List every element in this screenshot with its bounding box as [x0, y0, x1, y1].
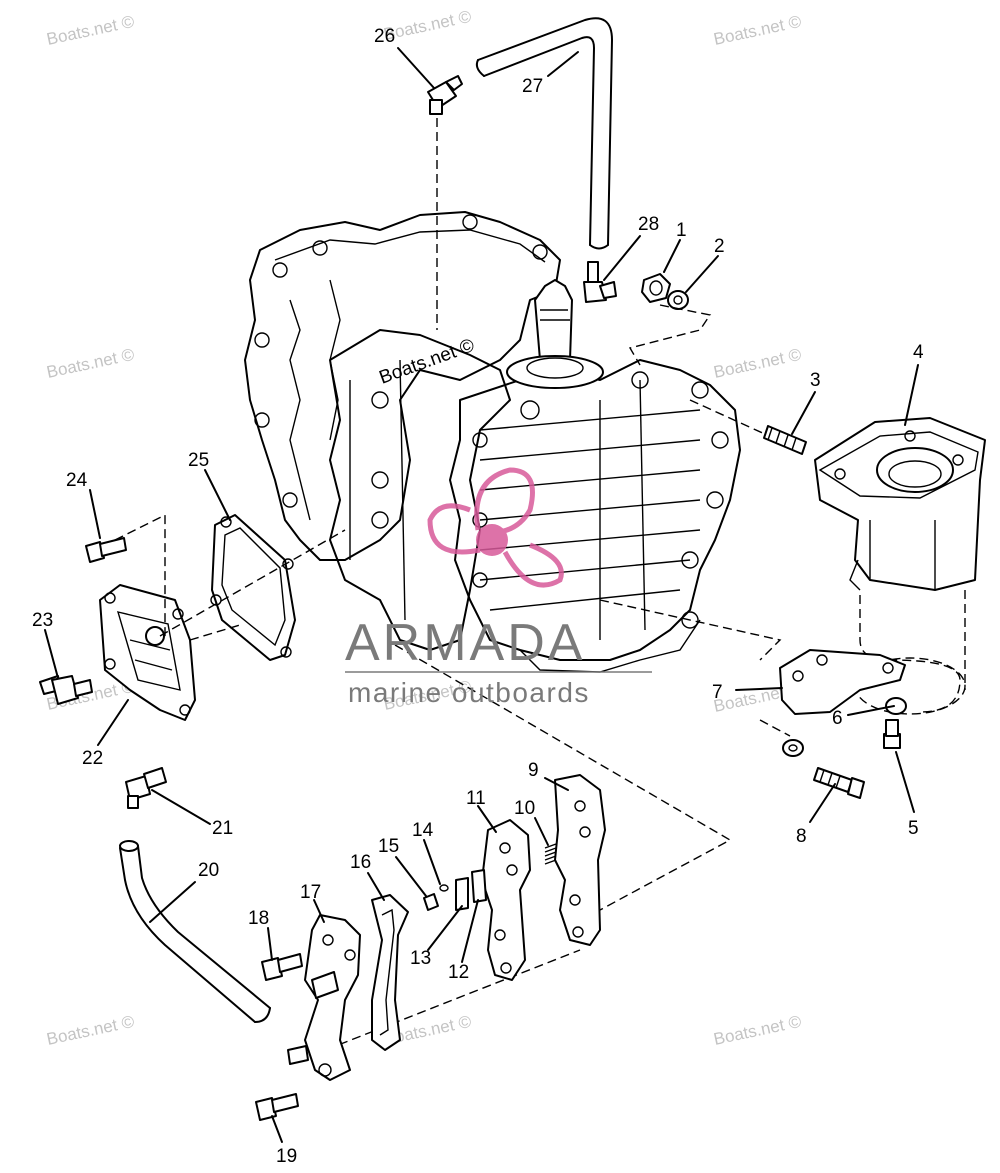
spring-10-shape [544, 843, 557, 865]
cover-22-shape [99, 584, 196, 721]
crankcase-block-shape [244, 211, 741, 673]
callout-22: 22 [82, 748, 103, 769]
dash-line-24 [114, 513, 166, 640]
callout-8: 8 [796, 826, 807, 847]
screw-19-shape [255, 1093, 299, 1121]
callout-2: 2 [714, 236, 725, 257]
leader-lines [44, 47, 919, 1143]
hose-27-shape [475, 17, 613, 250]
callout-5: 5 [908, 818, 919, 839]
fitting-23-shape [39, 675, 93, 705]
dash-line-7 [599, 599, 782, 661]
dash-loop-4 [859, 595, 961, 713]
callout-27: 27 [522, 76, 543, 97]
lever-17-shape [287, 914, 361, 1081]
callout-24: 24 [66, 470, 88, 491]
callout-10: 10 [514, 798, 535, 819]
callout-23: 23 [32, 610, 53, 631]
stud-3-shape [763, 425, 807, 455]
callout-7: 7 [712, 682, 723, 703]
screw-18-shape [261, 953, 303, 981]
bolt-5-shape [883, 719, 901, 749]
brand-name: ARMADA [345, 614, 585, 672]
callout-19: 19 [276, 1146, 297, 1167]
watermark-mid-right: Boats.net © [712, 345, 804, 382]
fitting-21-shape [125, 767, 167, 809]
gasket-25-shape [210, 514, 296, 661]
washer-2-shape [667, 290, 689, 310]
callout-14: 14 [412, 820, 434, 841]
callout-21: 21 [212, 818, 233, 839]
callout-28: 28 [638, 214, 659, 235]
bracket-7-shape [779, 649, 906, 715]
brand-tagline: marine outboards [348, 677, 590, 708]
hose-20-shape [119, 840, 271, 1023]
callout-3: 3 [810, 370, 821, 391]
elbow-fitting-28-shape [583, 261, 617, 303]
clip-13-shape [455, 877, 469, 911]
watermark-top-right: Boats.net © [712, 12, 804, 49]
callout-17: 17 [300, 882, 321, 903]
callout-16: 16 [350, 852, 371, 873]
nut-1-shape [641, 273, 671, 303]
dash-line-nut [628, 304, 712, 366]
callout-20: 20 [198, 860, 219, 881]
callout-1: 1 [676, 220, 687, 241]
armada-propeller-logo [427, 467, 564, 588]
callout-4: 4 [913, 342, 924, 363]
bracket-9-shape [554, 774, 606, 946]
callout-12: 12 [448, 962, 469, 983]
bracket-4-shape [814, 417, 986, 591]
elbow-fitting-26-shape [427, 75, 463, 115]
dash-line-6 [759, 719, 791, 737]
callout-9: 9 [528, 760, 539, 781]
callout-25: 25 [188, 450, 209, 471]
washer-6-shape [782, 697, 907, 757]
dash-line-25 [189, 624, 241, 641]
bolt-8-shape [813, 767, 865, 799]
screw-15-shape [423, 884, 449, 911]
callout-15: 15 [378, 836, 399, 857]
watermark-bottom-right: Boats.net © [712, 1012, 804, 1049]
callout-6: 6 [832, 708, 843, 729]
callout-13: 13 [410, 948, 431, 969]
dash-line-9 [394, 644, 732, 911]
dash-line-22 [159, 529, 346, 637]
bolt-24-shape [85, 537, 127, 563]
callout-26: 26 [374, 26, 395, 47]
watermark-bottom-left: Boats.net © [45, 1012, 137, 1049]
callout-18: 18 [248, 908, 269, 929]
bracket-11-shape [481, 819, 531, 981]
watermark-top-left: Boats.net © [45, 12, 137, 49]
watermark-on-block: Boats.net © [377, 335, 478, 389]
clip-12-shape [471, 869, 487, 903]
dash-line-bottom [299, 949, 581, 1061]
watermark-mid-left: Boats.net © [45, 345, 137, 382]
link-16-shape [371, 894, 409, 1051]
callout-11: 11 [466, 788, 486, 809]
watermark-top-center: Boats.net © [382, 7, 474, 44]
